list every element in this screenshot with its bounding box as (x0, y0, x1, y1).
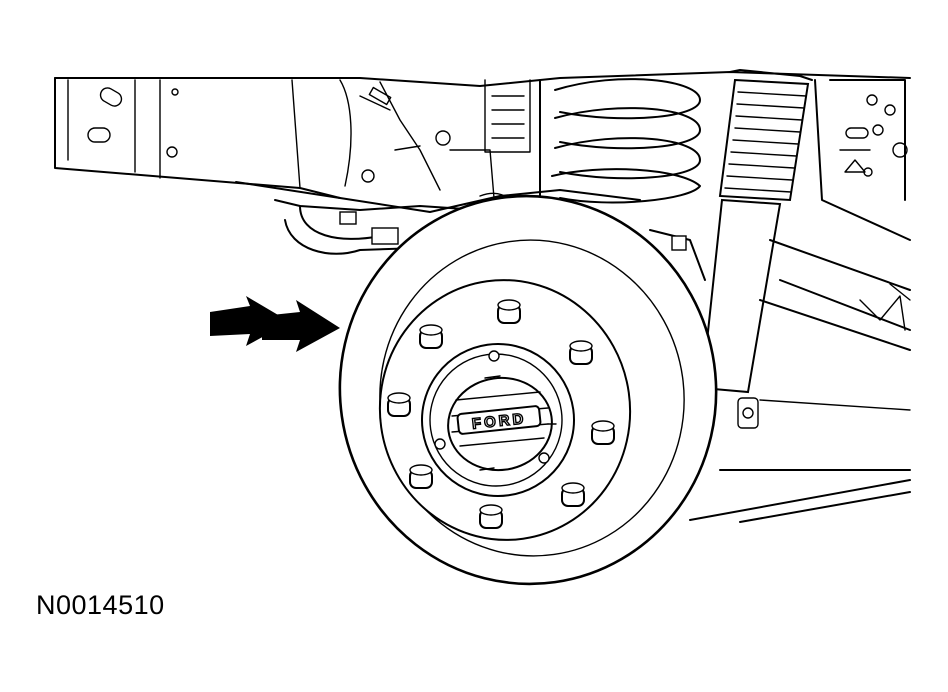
arrow-icon (210, 296, 340, 352)
wheel-stud (497, 299, 521, 324)
wheel-stud (387, 392, 411, 417)
wheel-stud (569, 340, 593, 365)
wheel-stud (591, 420, 615, 445)
shock-absorber (700, 69, 813, 429)
wheel-studs (387, 299, 615, 529)
right-frame (689, 79, 911, 523)
wheel-stud (479, 504, 503, 529)
coil-spring (539, 78, 701, 204)
wheel-stud (419, 324, 443, 349)
wheel-stud (561, 482, 585, 507)
wheel-stud (409, 464, 433, 489)
locking-hub: FORD (421, 343, 575, 497)
part-number-label: N0014510 (36, 590, 165, 620)
